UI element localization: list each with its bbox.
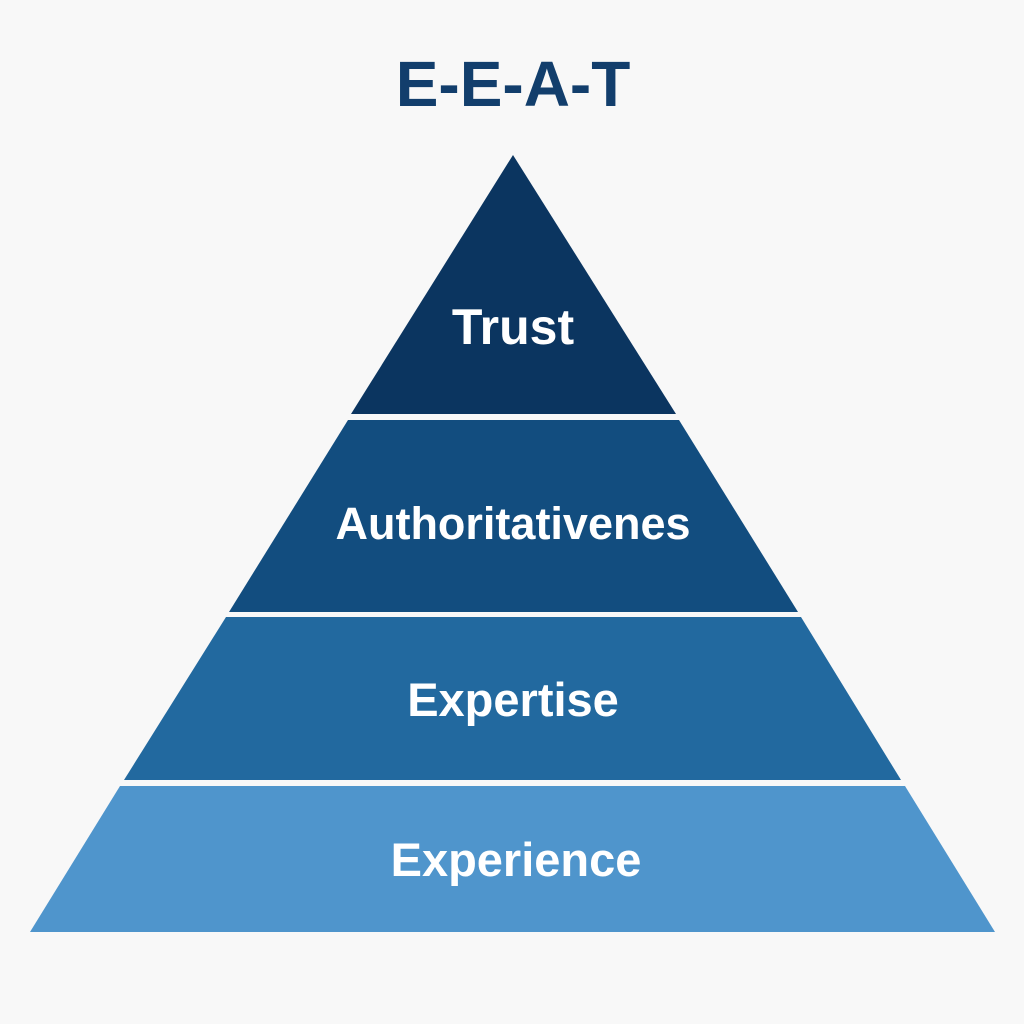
diagram-title: E-E-A-T bbox=[396, 48, 631, 120]
layer-expertise-label: Expertise bbox=[407, 673, 619, 726]
layer-expertise bbox=[124, 617, 901, 780]
layer-authoritativeness bbox=[229, 420, 798, 612]
layer-experience-label: Experience bbox=[391, 833, 642, 886]
layer-authoritativeness-label: Authoritativenes bbox=[335, 498, 690, 549]
layer-trust-label: Trust bbox=[452, 299, 575, 355]
layer-trust bbox=[351, 155, 676, 414]
layer-experience bbox=[30, 786, 995, 932]
